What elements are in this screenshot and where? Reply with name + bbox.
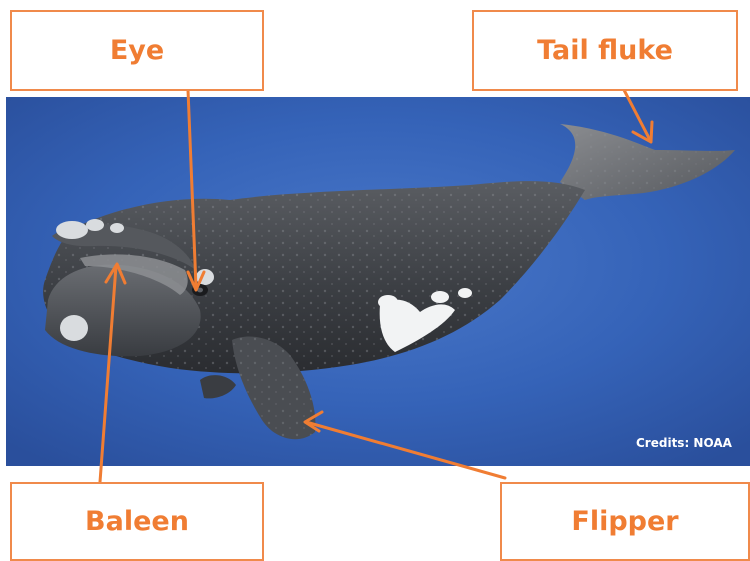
label-eye-text: Eye	[110, 35, 164, 66]
label-baleen-text: Baleen	[85, 506, 189, 537]
label-baleen: Baleen	[10, 482, 264, 561]
label-tail-fluke: Tail fluke	[472, 10, 738, 91]
credits-text: Credits: NOAA	[636, 436, 732, 450]
label-eye: Eye	[10, 10, 264, 91]
label-flipper-text: Flipper	[571, 506, 678, 537]
label-flipper: Flipper	[500, 482, 750, 561]
label-tail-fluke-text: Tail fluke	[537, 35, 673, 66]
